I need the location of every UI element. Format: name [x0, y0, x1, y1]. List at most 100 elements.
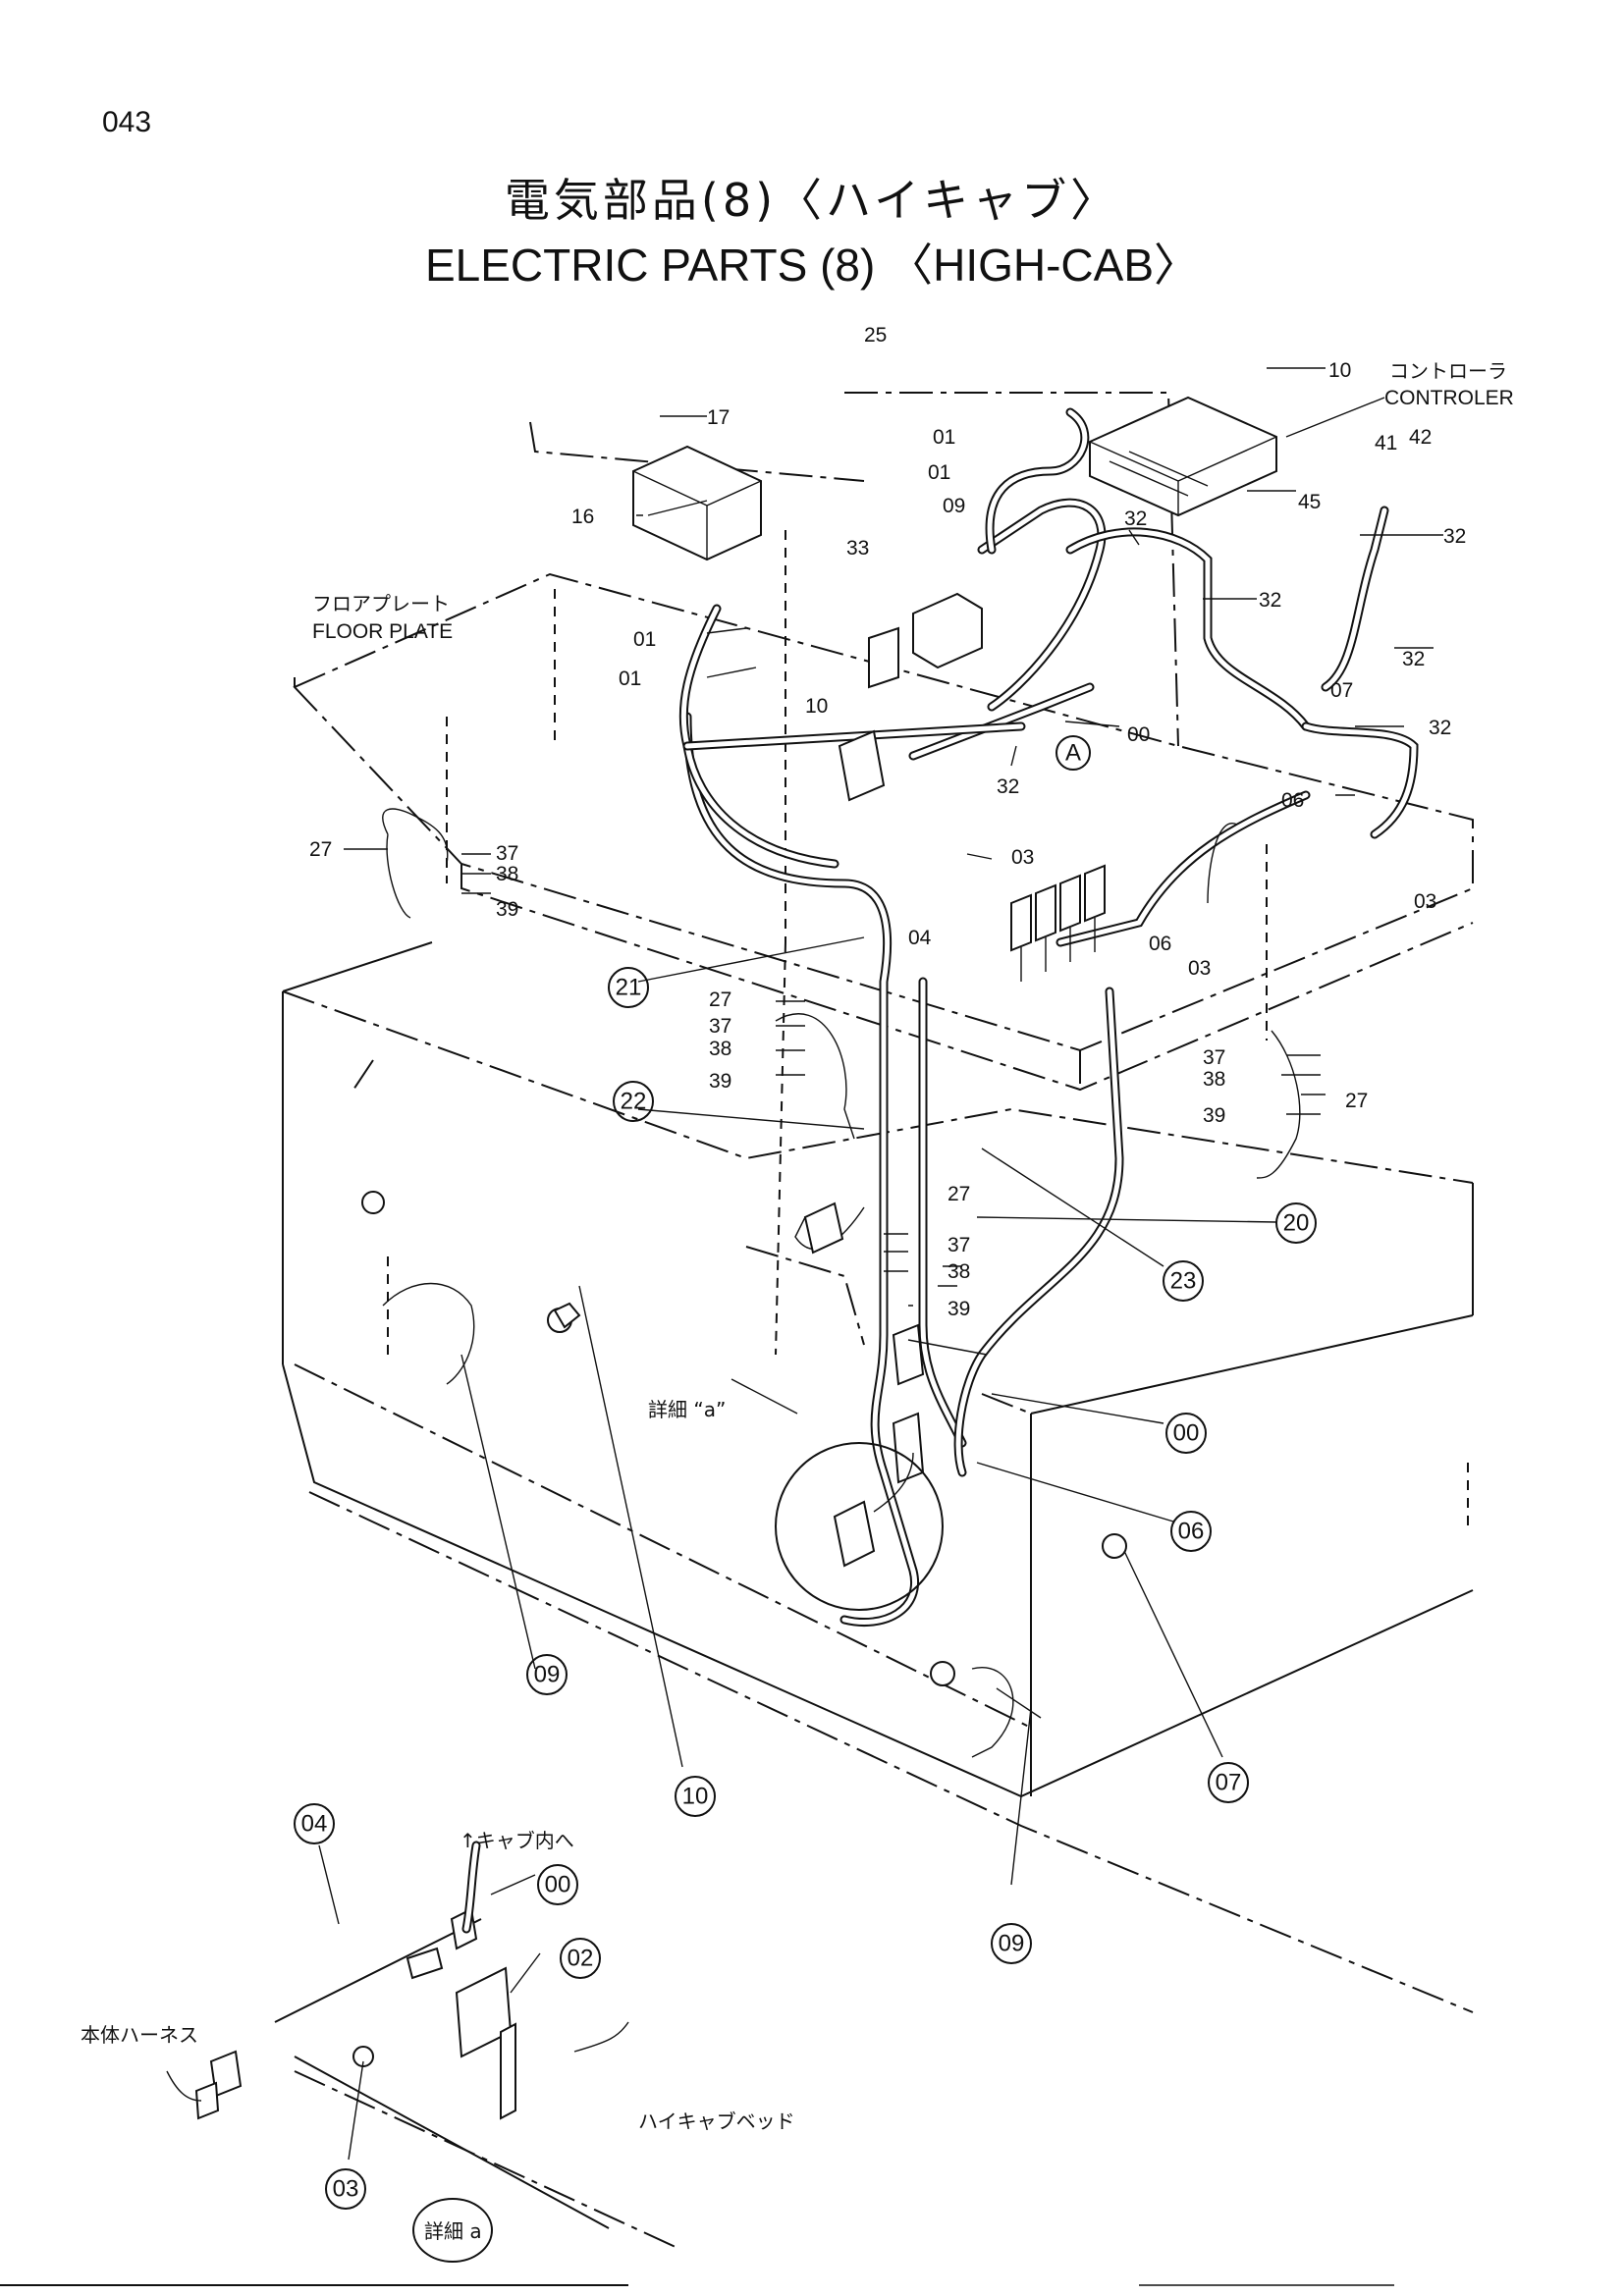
- detail-a-heading: 詳細 “a”: [648, 1398, 726, 1421]
- callout-09-left: 09: [526, 1654, 568, 1695]
- callout-00-detail: 00: [537, 1864, 578, 1905]
- callout-06: 06: [1170, 1511, 1212, 1552]
- part-label: 07: [1330, 679, 1353, 702]
- controller-unit: [1089, 396, 1277, 517]
- part-label: 39: [709, 1070, 731, 1093]
- part-label: 37: [947, 1234, 970, 1256]
- callout-02: 02: [560, 1938, 601, 1979]
- callout-text: 20: [1283, 1210, 1310, 1237]
- part-label: 37: [709, 1015, 731, 1038]
- part-label: 38: [1203, 1068, 1225, 1091]
- part-label: 10: [1328, 359, 1351, 382]
- part-label: 16: [571, 506, 594, 528]
- callout-text: 00: [1173, 1420, 1200, 1447]
- part-label: 03: [1188, 957, 1211, 980]
- part-label: 37: [1203, 1046, 1225, 1069]
- callout-text: 22: [621, 1089, 647, 1115]
- part-label: 41: [1375, 432, 1397, 454]
- callout-text: 03: [333, 2176, 359, 2203]
- callout-text: 09: [999, 1931, 1025, 1957]
- callout-text: 07: [1216, 1770, 1242, 1796]
- base-frame-outline: [282, 941, 1474, 2013]
- sensor-parts: [361, 1191, 1127, 1686]
- callout-text: 04: [301, 1811, 328, 1838]
- callout-text: 10: [682, 1784, 709, 1810]
- part-label: 01: [633, 628, 656, 651]
- callout-00: 00: [1165, 1413, 1207, 1454]
- body-harness-label: 本体ハーネス: [81, 2023, 198, 2047]
- detail-a-assembly: [166, 1841, 678, 2249]
- callout-text: 02: [568, 1946, 594, 1972]
- high-cab-bed-label: ハイキャブベッド: [638, 2109, 795, 2133]
- callout-09-right: 09: [991, 1923, 1032, 1964]
- part-label: 32: [1259, 589, 1281, 612]
- part-label: 04: [908, 927, 932, 949]
- part-label: 42: [1409, 426, 1432, 449]
- part-label: 03: [1011, 846, 1034, 869]
- part-label: 01: [928, 461, 950, 484]
- part-label: 00: [1127, 723, 1150, 746]
- part-label: 32: [1443, 525, 1466, 548]
- floor-plate-label-jp: フロアプレート: [312, 592, 450, 615]
- callout-07: 07: [1208, 1762, 1249, 1803]
- callout-21: 21: [608, 967, 649, 1008]
- reference-a-text: A: [1065, 740, 1081, 767]
- detail-a-circle: [731, 1378, 944, 1611]
- part-label: 37: [496, 842, 518, 865]
- part-label: 27: [1345, 1090, 1368, 1112]
- part-label: 27: [309, 838, 332, 861]
- callout-text: 21: [616, 975, 642, 1001]
- callout-22: 22: [613, 1081, 654, 1122]
- detail-a-oval-text: 詳細 a: [424, 2219, 482, 2243]
- part-label: 38: [496, 863, 518, 885]
- part-label: 01: [933, 426, 955, 449]
- relay-block: [838, 592, 983, 802]
- part-label: 32: [1402, 648, 1425, 670]
- to-cab-label: ↑キャブ内へ: [460, 1829, 574, 1852]
- part-label: 38: [709, 1038, 731, 1060]
- part-label: 06: [1149, 933, 1171, 955]
- callout-text: 06: [1178, 1519, 1205, 1545]
- callout-text: 09: [534, 1662, 561, 1688]
- part-label: 39: [1203, 1104, 1225, 1127]
- connector-group: [1010, 864, 1106, 982]
- controller-label-en: CONTROLER: [1384, 387, 1514, 409]
- main-harness: [678, 407, 1419, 1628]
- reference-a-marker: A: [1056, 735, 1091, 771]
- part-label: 39: [947, 1298, 970, 1320]
- floor-plate-outline: [293, 392, 1474, 1092]
- ground-wires: [382, 808, 1301, 1758]
- part-label: 32: [997, 775, 1019, 798]
- title-japanese: 電気部品(8)〈ハイキャブ〉: [504, 174, 1120, 227]
- title-english: ELECTRIC PARTS (8) 〈HIGH-CAB〉: [424, 240, 1200, 291]
- part-number-labels: 25 10 17 01 01 16 09 33 32 41 42 45 32 3…: [309, 324, 1466, 1320]
- page-number: 043: [102, 106, 152, 138]
- leader-lines: [318, 367, 1443, 2161]
- part-label: 25: [864, 324, 887, 347]
- part-label: 10: [805, 695, 828, 718]
- part-label: 27: [709, 988, 731, 1011]
- callout-03: 03: [325, 2168, 366, 2210]
- part-label: 06: [1281, 789, 1304, 812]
- callout-20: 20: [1275, 1202, 1317, 1244]
- controller-label-jp: コントローラ: [1389, 359, 1507, 383]
- callout-text: 00: [545, 1872, 571, 1898]
- part-label: 38: [947, 1260, 970, 1283]
- floor-plate-label-en: FLOOR PLATE: [312, 620, 453, 643]
- detail-a-oval: 詳細 a: [412, 2198, 493, 2263]
- callout-23: 23: [1163, 1260, 1204, 1302]
- callout-text: 23: [1170, 1268, 1197, 1295]
- part-label: 32: [1429, 717, 1451, 739]
- part-label: 27: [947, 1183, 970, 1205]
- part-label: 09: [943, 495, 965, 517]
- part-label: 32: [1124, 507, 1147, 530]
- part-label: 17: [707, 406, 730, 429]
- callout-10: 10: [675, 1776, 716, 1817]
- part-label: 03: [1414, 890, 1436, 913]
- part-label: 01: [619, 667, 641, 690]
- part-label: 33: [846, 537, 869, 560]
- part-label: 39: [496, 898, 518, 921]
- callout-04: 04: [294, 1803, 335, 1844]
- part-label: 45: [1298, 491, 1321, 513]
